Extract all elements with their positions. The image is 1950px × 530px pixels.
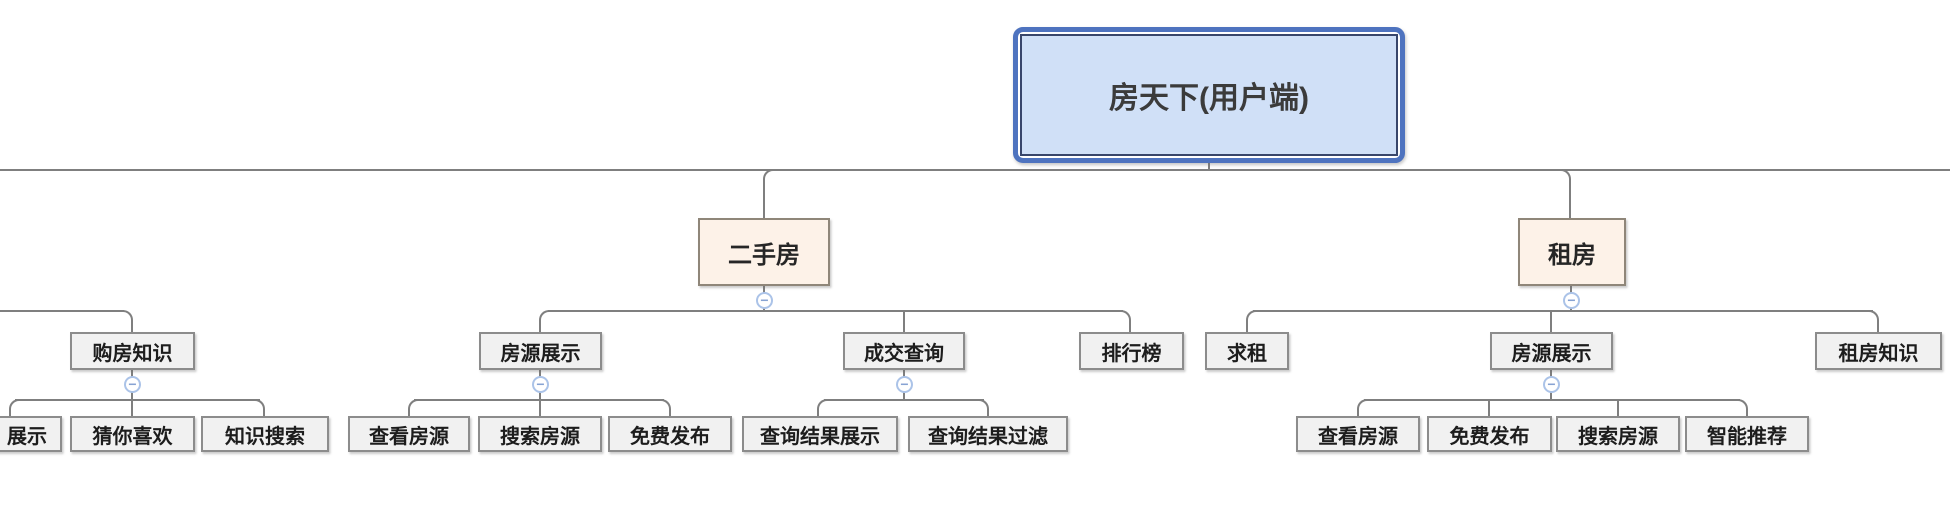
collapse-icon-purchase-knowledge[interactable]: − bbox=[124, 376, 141, 393]
node-deal-query[interactable]: 成交查询 bbox=[843, 332, 965, 370]
connector-elbow-rent-view bbox=[1357, 399, 1371, 416]
node-ranking-label: 排行榜 bbox=[1101, 342, 1162, 365]
node-deal-result-display-label: 查询结果展示 bbox=[760, 425, 880, 448]
connector-rent-listing-rail bbox=[1364, 399, 1740, 401]
node-sh-view-listings[interactable]: 查看房源 bbox=[348, 416, 470, 452]
connector-root-drop bbox=[1208, 163, 1210, 170]
node-knowledge-search[interactable]: 知识搜索 bbox=[201, 416, 329, 452]
connector-elbow-deal-filter bbox=[975, 399, 989, 416]
connector-elbow-display-cut bbox=[9, 399, 23, 416]
node-root[interactable]: 房天下(用户端) bbox=[1013, 27, 1405, 163]
connector-elbow-sh-listing bbox=[539, 310, 553, 332]
node-rent-listing-display-label: 房源展示 bbox=[1511, 342, 1592, 365]
node-rent-view-listings[interactable]: 查看房源 bbox=[1296, 416, 1420, 452]
node-purchase-knowledge-label: 购房知识 bbox=[92, 342, 173, 365]
node-rent-search-listings[interactable]: 搜索房源 bbox=[1556, 416, 1680, 452]
node-sh-search-listings[interactable]: 搜索房源 bbox=[478, 416, 602, 452]
connector-elbow-seek-rent bbox=[1246, 310, 1260, 332]
node-rent-knowledge-label: 租房知识 bbox=[1838, 342, 1919, 365]
node-sh-listing-display[interactable]: 房源展示 bbox=[479, 332, 602, 370]
connector-root-rail bbox=[0, 169, 1950, 171]
connector-secondhand-rail bbox=[548, 310, 1123, 312]
collapse-icon-secondhand[interactable]: − bbox=[756, 292, 773, 309]
node-knowledge-search-label: 知识搜索 bbox=[225, 425, 305, 448]
node-seek-rent[interactable]: 求租 bbox=[1205, 332, 1289, 370]
node-sh-view-listings-label: 查看房源 bbox=[369, 425, 449, 448]
node-rent-free-publish-label: 免费发布 bbox=[1449, 425, 1530, 448]
connector-rent-rail bbox=[1253, 310, 1873, 312]
connector-deal-query-rail bbox=[824, 399, 984, 401]
node-smart-recommend[interactable]: 智能推荐 bbox=[1685, 416, 1809, 452]
collapse-icon-rent-listing[interactable]: − bbox=[1543, 376, 1560, 393]
node-sh-free-publish[interactable]: 免费发布 bbox=[608, 416, 732, 452]
connector-drop-deal-query bbox=[903, 310, 905, 332]
connector-leftbranch-rail bbox=[0, 310, 124, 312]
node-guess-you-like[interactable]: 猜你喜欢 bbox=[70, 416, 195, 452]
node-root-inner: 房天下(用户端) bbox=[1020, 34, 1398, 156]
node-sh-free-publish-label: 免费发布 bbox=[630, 425, 710, 448]
connector-elbow-purchase-knowledge bbox=[119, 310, 133, 332]
connector-elbow-rent bbox=[1557, 169, 1571, 218]
branch-rent-label: 租房 bbox=[1548, 241, 1596, 269]
collapse-icon-deal-query[interactable]: − bbox=[896, 376, 913, 393]
node-display-cutoff-label: 展示 bbox=[7, 425, 47, 448]
node-deal-result-filter[interactable]: 查询结果过滤 bbox=[908, 416, 1068, 452]
node-sh-listing-display-label: 房源展示 bbox=[500, 342, 581, 365]
node-deal-result-display[interactable]: 查询结果展示 bbox=[742, 416, 898, 452]
node-rent-view-listings-label: 查看房源 bbox=[1318, 425, 1398, 448]
connector-drop-sh-search bbox=[539, 399, 541, 416]
node-smart-recommend-label: 智能推荐 bbox=[1707, 425, 1787, 448]
connector-drop-guess-you-like bbox=[131, 399, 133, 416]
branch-secondhand[interactable]: 二手房 bbox=[698, 218, 830, 286]
connector-elbow-knowledge-search bbox=[251, 399, 265, 416]
node-guess-you-like-label: 猜你喜欢 bbox=[92, 425, 173, 448]
connector-elbow-sh-publish bbox=[657, 399, 671, 416]
connector-drop-rent-listing bbox=[1550, 310, 1552, 332]
node-rent-knowledge[interactable]: 租房知识 bbox=[1815, 332, 1942, 370]
branch-rent[interactable]: 租房 bbox=[1518, 218, 1626, 286]
node-rent-listing-display[interactable]: 房源展示 bbox=[1490, 332, 1613, 370]
connector-purchase-knowledge-rail bbox=[15, 399, 260, 401]
connector-drop-rent-publish bbox=[1488, 399, 1490, 416]
connector-elbow-deal-display bbox=[817, 399, 831, 416]
node-deal-query-label: 成交查询 bbox=[864, 342, 944, 365]
connector-elbow-ranking bbox=[1117, 310, 1131, 332]
collapse-icon-rent[interactable]: − bbox=[1563, 292, 1580, 309]
connector-drop-rent-search bbox=[1617, 399, 1619, 416]
collapse-icon-sh-listing[interactable]: − bbox=[532, 376, 549, 393]
branch-secondhand-label: 二手房 bbox=[728, 241, 800, 269]
node-display-cutoff[interactable]: 展示 bbox=[0, 416, 62, 452]
connector-elbow-sh-view bbox=[408, 399, 422, 416]
node-rent-free-publish[interactable]: 免费发布 bbox=[1427, 416, 1552, 452]
connector-elbow-secondhand bbox=[763, 169, 777, 218]
node-ranking[interactable]: 排行榜 bbox=[1079, 332, 1184, 370]
node-root-label: 房天下(用户端) bbox=[1109, 82, 1309, 115]
node-sh-search-listings-label: 搜索房源 bbox=[500, 425, 580, 448]
connector-elbow-rent-knowledge bbox=[1865, 310, 1879, 332]
node-deal-result-filter-label: 查询结果过滤 bbox=[928, 425, 1048, 448]
connector-elbow-smart-recommend bbox=[1734, 399, 1748, 416]
node-rent-search-listings-label: 搜索房源 bbox=[1578, 425, 1658, 448]
node-seek-rent-label: 求租 bbox=[1227, 342, 1267, 365]
node-purchase-knowledge[interactable]: 购房知识 bbox=[70, 332, 195, 370]
